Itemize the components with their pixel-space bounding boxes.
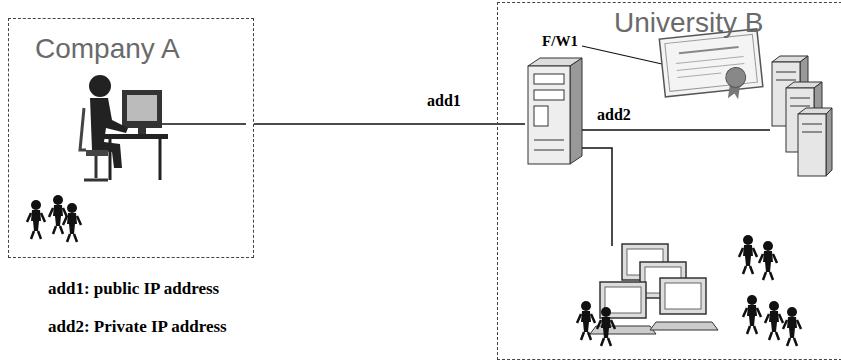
network-link <box>254 124 525 125</box>
certificate-icon <box>659 29 764 107</box>
university-region: University B F/W1 <box>497 2 841 360</box>
firewall-node: F/W1 <box>525 33 595 168</box>
server-stack <box>772 56 832 176</box>
firewall-server-icon <box>528 58 582 164</box>
people-icons <box>27 195 81 242</box>
legend-note: add2: Private IP address <box>48 317 227 337</box>
node-title: F/W1 <box>525 33 595 50</box>
user-at-computer <box>80 75 246 180</box>
address-label: add1 <box>425 92 463 110</box>
node-title: University B <box>614 7 841 39</box>
node-title: Company A <box>35 33 253 65</box>
people-icons <box>577 235 801 346</box>
company-region: Company A <box>8 18 254 258</box>
legend-note: add1: public IP address <box>48 279 219 299</box>
address-label: add2 <box>597 106 631 124</box>
